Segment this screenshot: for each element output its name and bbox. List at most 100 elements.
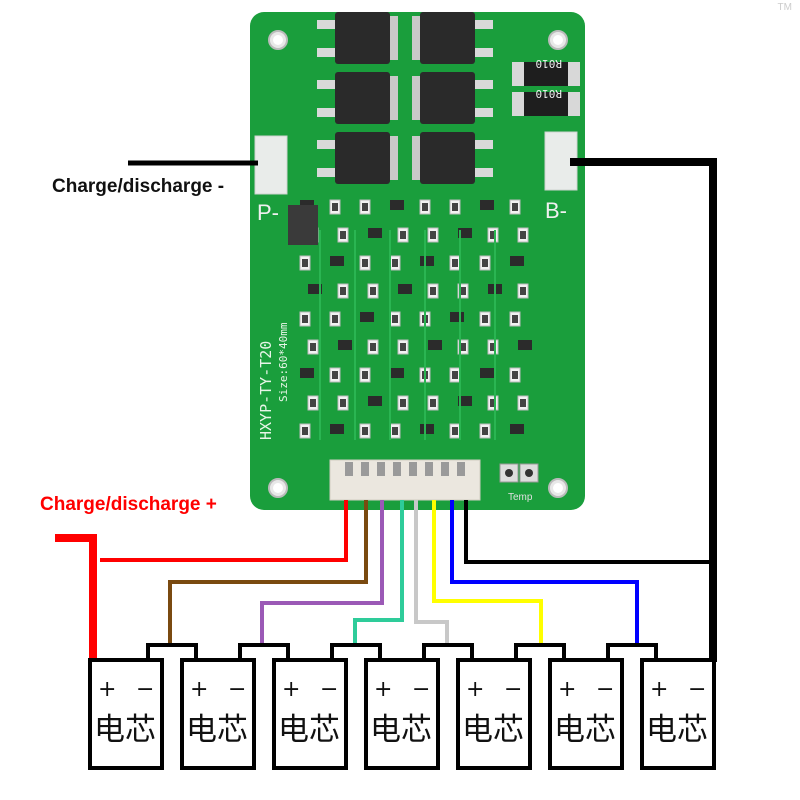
smd-body	[392, 315, 398, 323]
smd-ic	[450, 312, 464, 322]
smd-body	[370, 343, 376, 351]
mosfet-lead	[475, 48, 493, 57]
battery-cell: +− 电芯	[548, 643, 658, 770]
mosfet-lead	[317, 80, 335, 89]
smd-body	[392, 259, 398, 267]
battery-cells: +−电芯+−电芯+−电芯+−电芯+−电芯+−电芯+−电芯	[88, 643, 716, 770]
connector-pin	[409, 462, 417, 476]
mosfet-lead	[317, 20, 335, 29]
connector-pin	[457, 462, 465, 476]
pcb-substrate	[250, 12, 585, 510]
wire-red	[100, 500, 348, 562]
smd-body	[340, 399, 346, 407]
cell-body	[456, 658, 532, 770]
smd-body	[460, 343, 466, 351]
smd-body	[362, 259, 368, 267]
smd-ic	[390, 200, 404, 210]
smd-ic	[510, 424, 524, 434]
battery-cell: +−电芯	[272, 643, 382, 770]
connector-pin	[393, 462, 401, 476]
resistor-code: R010	[536, 57, 563, 70]
smd-body	[482, 259, 488, 267]
battery-cell: +−电芯	[88, 643, 198, 770]
mosfet-tab	[390, 16, 398, 60]
cell-label: 电芯	[186, 712, 248, 748]
smd-body	[332, 203, 338, 211]
smd-body	[512, 371, 518, 379]
connector-pin	[425, 462, 433, 476]
mosfet-lead	[475, 20, 493, 29]
mosfet-lead	[475, 140, 493, 149]
charge-discharge-negative-label: Charge/discharge -	[52, 176, 225, 197]
mosfet-tab	[390, 136, 398, 180]
wire-brown	[168, 500, 368, 645]
wire-purple	[260, 500, 384, 645]
cell-series-link	[330, 643, 382, 660]
smd-ic	[300, 368, 314, 378]
smd-body	[302, 427, 308, 435]
smd-body	[400, 343, 406, 351]
smd-ic	[390, 368, 404, 378]
cell-series-link	[238, 643, 290, 660]
mosfet-lead	[475, 108, 493, 117]
connector-pin	[361, 462, 369, 476]
smd-body	[400, 399, 406, 407]
wire-battery-negative	[570, 158, 717, 662]
smd-body	[302, 259, 308, 267]
mounting-hole-center	[273, 35, 283, 45]
wires	[55, 158, 717, 662]
mosfet-lead	[317, 168, 335, 177]
temp-pad-hole	[525, 469, 533, 477]
cell-minus-sign: −	[596, 677, 614, 702]
smd-ic	[518, 340, 532, 350]
cell-plus-sign: +	[650, 677, 668, 702]
mounting-hole-center	[273, 483, 283, 493]
cell-series-link	[514, 643, 566, 660]
cell-minus-sign: −	[504, 677, 522, 702]
cell-label: 电芯	[646, 712, 708, 748]
smd-body	[362, 427, 368, 435]
balance-connector	[329, 459, 481, 501]
cell-plus-sign: +	[558, 677, 576, 702]
smd-body	[332, 315, 338, 323]
cell-body	[548, 658, 624, 770]
p-minus-pad	[254, 135, 288, 195]
mosfet-lead	[317, 140, 335, 149]
battery-cell: +−电芯	[180, 643, 290, 770]
mosfet	[420, 12, 475, 64]
mosfet	[335, 72, 390, 124]
smd-body	[460, 287, 466, 295]
cell-minus-sign: −	[688, 677, 706, 702]
smd-body	[340, 231, 346, 239]
board-model-text: HXYP-TY-T20	[257, 341, 275, 440]
smd-ic	[458, 396, 472, 406]
battery-cell: +− 电芯	[640, 658, 716, 770]
cell-label: 电芯	[94, 712, 156, 748]
mosfet-lead	[317, 48, 335, 57]
cell-body	[364, 658, 440, 770]
cell-minus-sign: −	[320, 677, 338, 702]
watermark: TM	[777, 2, 792, 13]
smd-ic	[480, 200, 494, 210]
cell-label: 电芯	[278, 712, 340, 748]
smd-body	[400, 231, 406, 239]
wire-blue	[450, 500, 639, 645]
smd-body	[452, 371, 458, 379]
smd-ic	[428, 340, 442, 350]
smd-body	[370, 287, 376, 295]
cell-body	[272, 658, 348, 770]
smd-ic	[420, 256, 434, 266]
smd-body	[490, 343, 496, 351]
battery-cell: +−电芯	[456, 643, 566, 770]
cell-label: 电芯	[554, 712, 616, 748]
smd-body	[392, 427, 398, 435]
smd-body	[512, 203, 518, 211]
mosfet	[335, 12, 390, 64]
cell-label: 电芯	[370, 712, 432, 748]
b-minus-label: B-	[545, 198, 567, 223]
smd-body	[302, 315, 308, 323]
smd-ic	[458, 228, 472, 238]
